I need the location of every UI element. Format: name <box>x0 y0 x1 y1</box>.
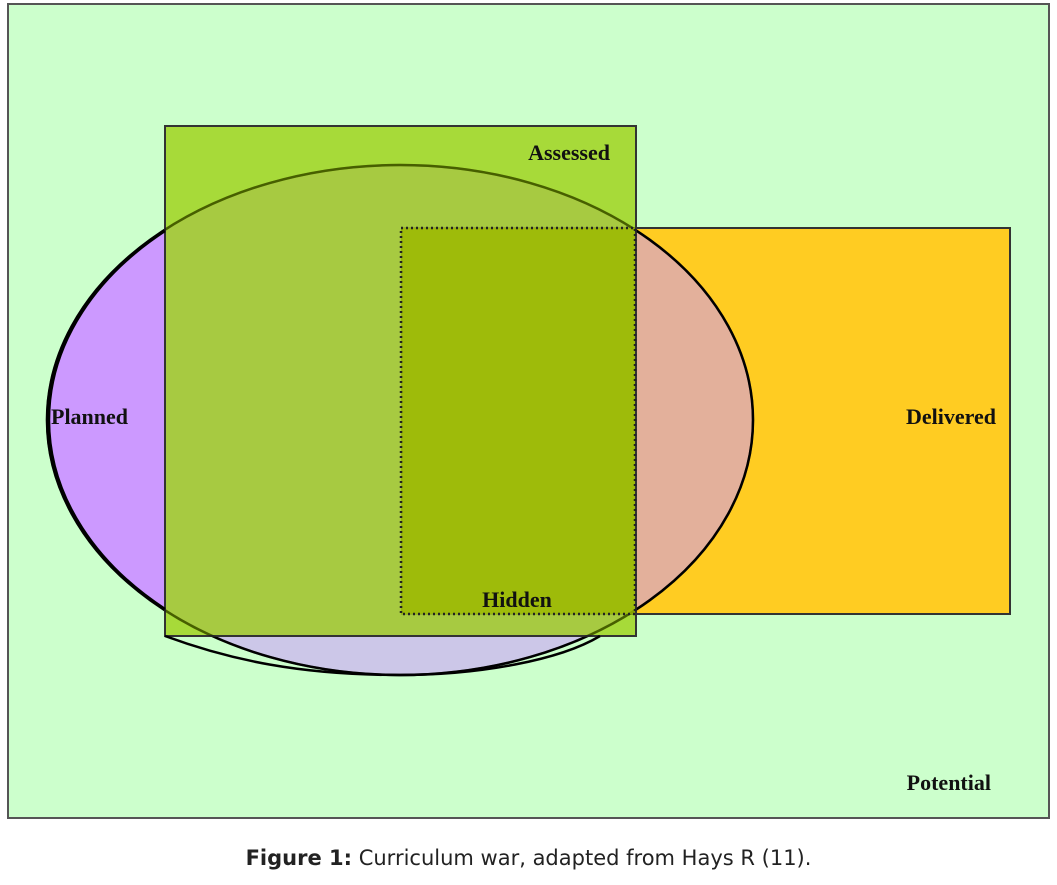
assessed-label: Assessed <box>528 140 610 165</box>
planned-outline-visible-bottom <box>164 634 601 677</box>
delivered-label: Delivered <box>906 404 996 429</box>
hidden-label: Hidden <box>482 587 552 612</box>
planned-left-lobe <box>48 231 165 609</box>
hidden-region <box>399 226 637 616</box>
figure-caption: Figure 1: Curriculum war, adapted from H… <box>0 841 1057 875</box>
caption-text: Curriculum war, adapted from Hays R (11)… <box>358 846 812 870</box>
caption-label: Figure 1: <box>245 846 353 870</box>
curriculum-venn-diagram: Assessed Planned Delivered Hidden Potent… <box>7 3 1050 819</box>
planned-outline-visible-left <box>47 229 166 611</box>
potential-label: Potential <box>907 770 991 795</box>
planned-label: Planned <box>51 404 128 429</box>
